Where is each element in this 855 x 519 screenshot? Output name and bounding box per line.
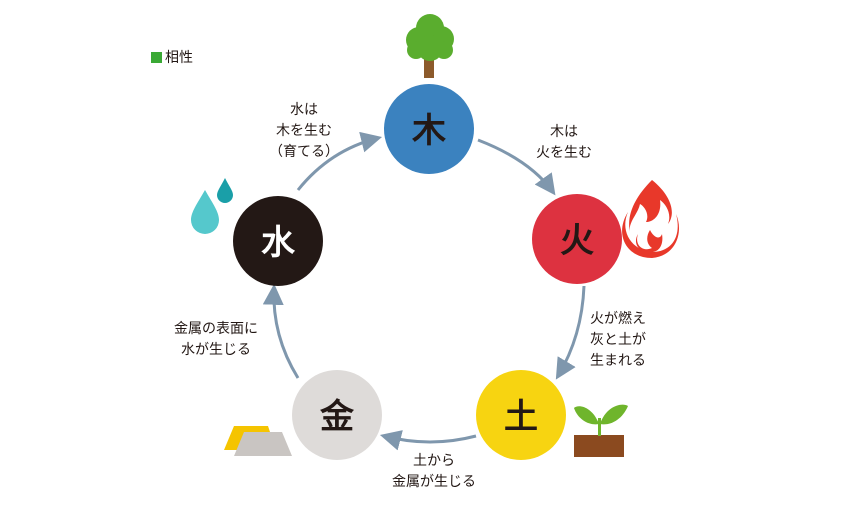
legend-swatch	[151, 51, 162, 63]
arrow-fire-to-earth	[555, 285, 586, 380]
flame-icon	[622, 180, 679, 258]
element-water: 水	[233, 196, 323, 286]
relation-fire-earth-line-1: 火が燃え	[590, 311, 646, 327]
arrow-water-to-wood	[296, 131, 383, 191]
element-fire: 火	[532, 194, 622, 284]
element-wood: 木	[384, 84, 474, 174]
element-earth: 土	[476, 370, 566, 460]
relation-wood-fire-line-2: 火を生む	[536, 145, 592, 161]
water-drops-icon	[191, 178, 233, 234]
element-earth-label: 土	[504, 397, 538, 437]
relation-water-wood-line-1: 水は	[290, 102, 318, 118]
relation-water-wood-line-3: （育てる）	[269, 144, 339, 160]
relation-metal-water: 金属の表面に 水が生じる	[160, 319, 272, 361]
element-metal-label: 金	[319, 397, 355, 437]
relation-earth-metal-line-1: 土から	[413, 453, 455, 469]
element-metal-circle	[292, 370, 382, 460]
element-wood-circle	[384, 84, 474, 174]
element-water-circle	[233, 196, 323, 286]
relation-fire-earth-line-2: 灰と土が	[590, 332, 646, 348]
element-water-label: 水	[261, 223, 296, 263]
tree-icon	[406, 14, 454, 78]
arrow-wood-to-fire	[477, 138, 556, 196]
element-wood-label: 木	[411, 111, 446, 151]
element-earth-circle	[476, 370, 566, 460]
arrow-earth-to-metal	[379, 430, 477, 451]
element-metal: 金	[292, 370, 382, 460]
relation-metal-water-line-2: 水が生じる	[181, 342, 251, 358]
relation-fire-earth: 火が燃え 灰と土が 生まれる	[580, 309, 656, 372]
relation-earth-metal: 土から 金属が生じる	[374, 451, 494, 493]
legend-label: 相性	[165, 50, 193, 66]
sprout-icon	[574, 404, 628, 457]
legend: 相性	[151, 47, 193, 67]
relation-fire-earth-line-3: 生まれる	[590, 353, 646, 369]
relation-wood-fire: 木は 火を生む	[521, 122, 607, 164]
relation-water-wood: 水は 木を生む （育てる）	[252, 100, 356, 163]
element-fire-circle	[532, 194, 622, 284]
gold-bar-icon	[224, 426, 292, 456]
arrow-metal-to-water	[262, 283, 300, 379]
relation-metal-water-line-1: 金属の表面に	[174, 321, 258, 337]
relation-wood-fire-line-1: 木は	[550, 124, 578, 140]
relation-earth-metal-line-2: 金属が生じる	[392, 474, 476, 490]
element-fire-label: 火	[560, 221, 594, 261]
relation-water-wood-line-2: 木を生む	[276, 123, 332, 139]
